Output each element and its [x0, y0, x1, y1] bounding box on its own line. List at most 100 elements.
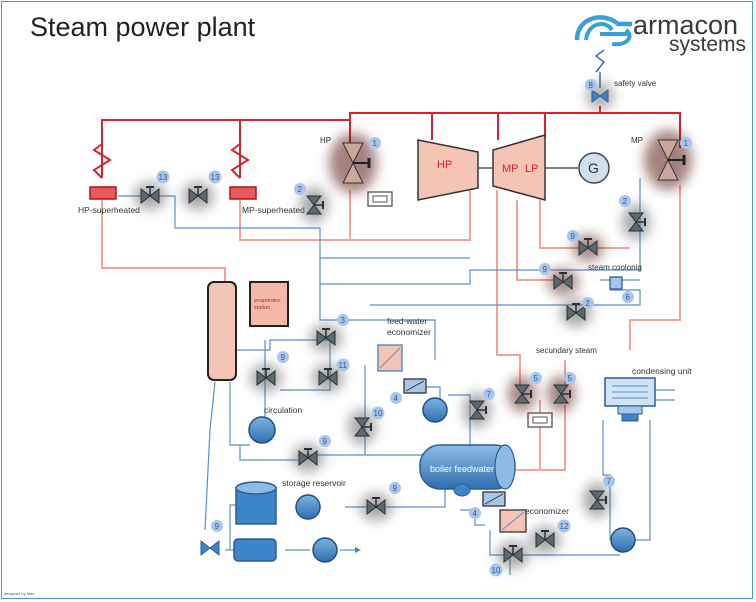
valve-icon — [529, 526, 561, 554]
generator-label: G — [588, 160, 599, 176]
badge: 10 — [371, 406, 385, 420]
svg-text:10: 10 — [374, 409, 383, 418]
hp-turbine-label: HP — [437, 159, 452, 171]
valve-icon — [547, 268, 579, 296]
svg-text:9: 9 — [543, 265, 548, 274]
evaporator-station — [249, 281, 289, 327]
svg-text:7: 7 — [487, 390, 492, 399]
number-badges: 8 1 1 2 2 2 13 13 9 9 9 9 9 9 6 3 11 4 4… — [156, 79, 692, 577]
svg-text:12: 12 — [560, 522, 569, 531]
badge: 1 — [680, 137, 692, 149]
badge: 10 — [489, 563, 503, 577]
badge: 11 — [336, 358, 350, 372]
valve-icon — [572, 234, 604, 262]
makeup-water-tank — [233, 538, 277, 562]
svg-text:3: 3 — [341, 316, 346, 325]
svg-text:10: 10 — [492, 566, 501, 575]
hp-superheated-label: HP-superheated — [78, 205, 140, 215]
steam-cooling-unit — [609, 276, 623, 290]
actuator-box — [527, 412, 553, 428]
steam-lines — [92, 49, 681, 179]
svg-text:9: 9 — [215, 522, 220, 531]
badge: 5 — [564, 372, 576, 384]
badge: 8 — [585, 79, 597, 91]
mp-superheater — [229, 186, 257, 200]
pump-icon — [295, 494, 321, 520]
svg-text:1: 1 — [684, 139, 689, 148]
water-lines — [118, 178, 675, 575]
valve-icon — [644, 130, 692, 190]
secondary-steam-label: secundary steam — [536, 346, 597, 355]
valve-icon — [508, 376, 536, 412]
svg-text:9: 9 — [393, 484, 398, 493]
svg-text:6: 6 — [626, 293, 631, 302]
hp-valve-label: HP — [320, 136, 331, 145]
badge: 6 — [622, 291, 634, 303]
return-lines — [101, 185, 681, 471]
valve-icon — [497, 541, 529, 569]
safety-valve-label: safety valve — [614, 79, 657, 88]
feed-water-label-2: economizer — [387, 327, 431, 337]
badge: 9 — [567, 230, 579, 242]
designer-credit: designed by Max — [4, 591, 35, 596]
badge: 2 — [294, 183, 306, 195]
valves — [134, 82, 692, 569]
svg-text:5: 5 — [534, 374, 539, 383]
mp-valve-label: MP — [631, 136, 643, 145]
steam-cooling-label: steam coolonig — [588, 263, 642, 272]
badge: 7 — [483, 388, 495, 400]
valve-icon — [622, 204, 650, 240]
badge: 5 — [530, 372, 542, 384]
boiler-drum — [207, 281, 237, 381]
badge: 1 — [369, 137, 381, 149]
badge: 2 — [582, 297, 594, 309]
badge: 13 — [156, 170, 170, 184]
evaporator-label-1: evaporator — [254, 298, 281, 304]
storage-reservoir-label: storage reservoir — [282, 478, 346, 488]
outlet-arrow-icon — [355, 547, 361, 553]
svg-text:9: 9 — [281, 353, 286, 362]
mp-turbine-label: MP — [502, 163, 519, 175]
badge: 3 — [337, 314, 349, 326]
svg-text:1: 1 — [373, 139, 378, 148]
evaporator-label-2: station — [254, 305, 270, 311]
economizer-label: economizer — [525, 506, 569, 516]
svg-text:11: 11 — [339, 361, 348, 370]
generator-icon — [578, 152, 610, 184]
valve-icon — [360, 493, 392, 521]
svg-text:9: 9 — [571, 232, 576, 241]
badge: 12 — [557, 519, 571, 533]
valve-icon — [583, 482, 611, 518]
condensing-unit-label: condensing unit — [632, 366, 692, 376]
logo-text-systems: systems — [669, 33, 747, 56]
badge: 7 — [603, 475, 615, 487]
makeup-valve-icon — [200, 539, 220, 557]
valve-icon — [134, 182, 166, 210]
badge: 9 — [539, 263, 551, 275]
mp-superheated-label: MP-superheated — [242, 205, 305, 215]
page-title: Steam power plant — [30, 12, 256, 42]
pumps — [248, 397, 636, 563]
valve-icon — [182, 182, 214, 210]
svg-text:13: 13 — [211, 173, 220, 182]
valve-icon — [312, 364, 344, 392]
badge: 13 — [208, 170, 222, 184]
valve-icon — [292, 444, 324, 472]
svg-text:4: 4 — [473, 509, 478, 518]
hp-superheater — [89, 186, 117, 200]
badge: 4 — [390, 392, 402, 404]
storage-reservoir — [235, 487, 277, 525]
mp-lp-turbine — [492, 134, 546, 201]
svg-text:7: 7 — [607, 477, 612, 486]
svg-text:9: 9 — [323, 437, 328, 446]
pump-icon — [422, 397, 448, 423]
circulation-label: circulation — [264, 405, 303, 415]
valve-icon — [348, 409, 376, 445]
armacon-logo-icon — [574, 15, 632, 47]
valve-icon — [329, 133, 377, 193]
badge: 9 — [389, 482, 401, 494]
actuator-box — [367, 191, 393, 207]
pump-icon — [610, 527, 636, 553]
